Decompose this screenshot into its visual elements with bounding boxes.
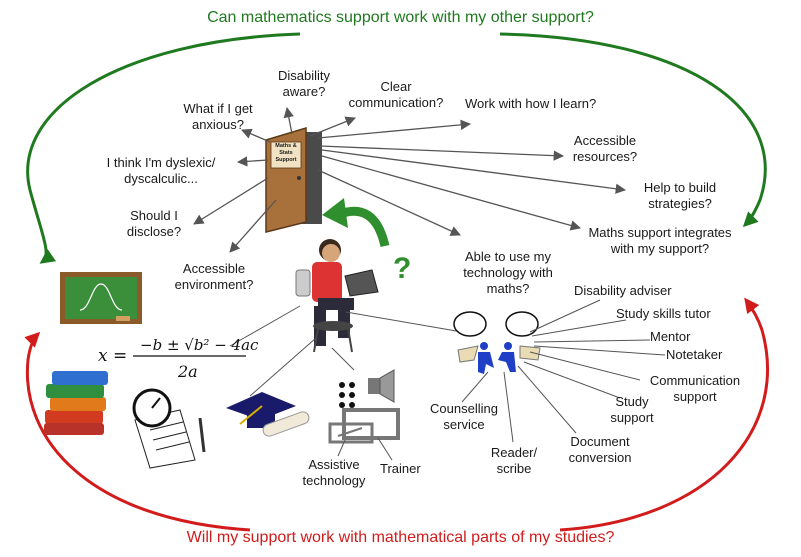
role-assistive-technology: Assistive technology bbox=[302, 457, 366, 488]
support-tech-lines bbox=[337, 437, 393, 461]
question-help-build-strategies: Help to build strategies? bbox=[643, 180, 717, 211]
green-cycle-arrow-right bbox=[499, 32, 767, 228]
role-mentor: Mentor bbox=[650, 329, 691, 344]
question-mark-icon: ? bbox=[393, 252, 411, 285]
question-disability-aware: Disability aware? bbox=[277, 68, 330, 99]
role-document-conversion: Document conversion bbox=[568, 434, 632, 465]
role-counselling-service: Counselling service bbox=[430, 401, 498, 432]
formula-numerator: −b ± √b² − 4ac bbox=[140, 336, 259, 354]
question-use-technology: Able to use my technology with maths? bbox=[463, 249, 553, 296]
role-communication-support: Communication support bbox=[649, 373, 741, 404]
question-support-integrates: Maths support integrates with my support… bbox=[588, 225, 732, 256]
role-study-skills-tutor: Study skills tutor bbox=[616, 306, 711, 321]
student-connection-lines bbox=[229, 305, 463, 397]
green-curved-arrow-to-door bbox=[338, 206, 390, 248]
role-notetaker: Notetaker bbox=[666, 347, 723, 362]
two-people-talking-icon bbox=[453, 311, 541, 374]
role-trainer: Trainer bbox=[380, 461, 421, 476]
question-accessible-environment: Accessible environment? bbox=[174, 261, 254, 292]
student-with-laptop bbox=[295, 239, 379, 353]
door-question-arrows bbox=[193, 106, 627, 253]
question-dyslexic: I think I'm dyslexic/ dyscalculic... bbox=[106, 155, 216, 186]
stopwatch-papers-icon bbox=[132, 388, 206, 469]
role-study-support: Study support bbox=[610, 394, 654, 425]
question-clear-communication: Clear communication? bbox=[348, 79, 444, 110]
green-cycle-arrow-left bbox=[26, 32, 301, 264]
role-reader-scribe: Reader/ scribe bbox=[490, 445, 538, 476]
green-curved-arrowhead bbox=[322, 198, 348, 228]
door-sign-label: Maths & Stats Support bbox=[275, 143, 297, 163]
graduation-cap-icon bbox=[226, 392, 310, 437]
formula-denominator: 2a bbox=[177, 362, 198, 381]
question-work-with-how-i-learn: Work with how I learn? bbox=[465, 96, 597, 111]
support-role-lines bbox=[461, 299, 666, 443]
formula-lhs: x = bbox=[98, 346, 127, 366]
bottom-question-title: Will my support work with mathematical p… bbox=[186, 529, 615, 546]
assistive-technology-icon bbox=[328, 369, 400, 444]
red-cycle-arrow-left bbox=[24, 331, 251, 532]
red-cycle-arrow-right bbox=[559, 297, 769, 532]
question-anxious: What if I get anxious? bbox=[183, 101, 253, 132]
maths-support-door bbox=[265, 126, 322, 233]
books-icon bbox=[44, 371, 108, 435]
chalkboard-icon bbox=[60, 272, 142, 324]
top-question-title: Can mathematics support work with my oth… bbox=[207, 9, 594, 26]
question-disclose: Should I disclose? bbox=[126, 208, 182, 239]
role-disability-adviser: Disability adviser bbox=[574, 283, 672, 298]
question-accessible-resources: Accessible resources? bbox=[572, 133, 638, 164]
